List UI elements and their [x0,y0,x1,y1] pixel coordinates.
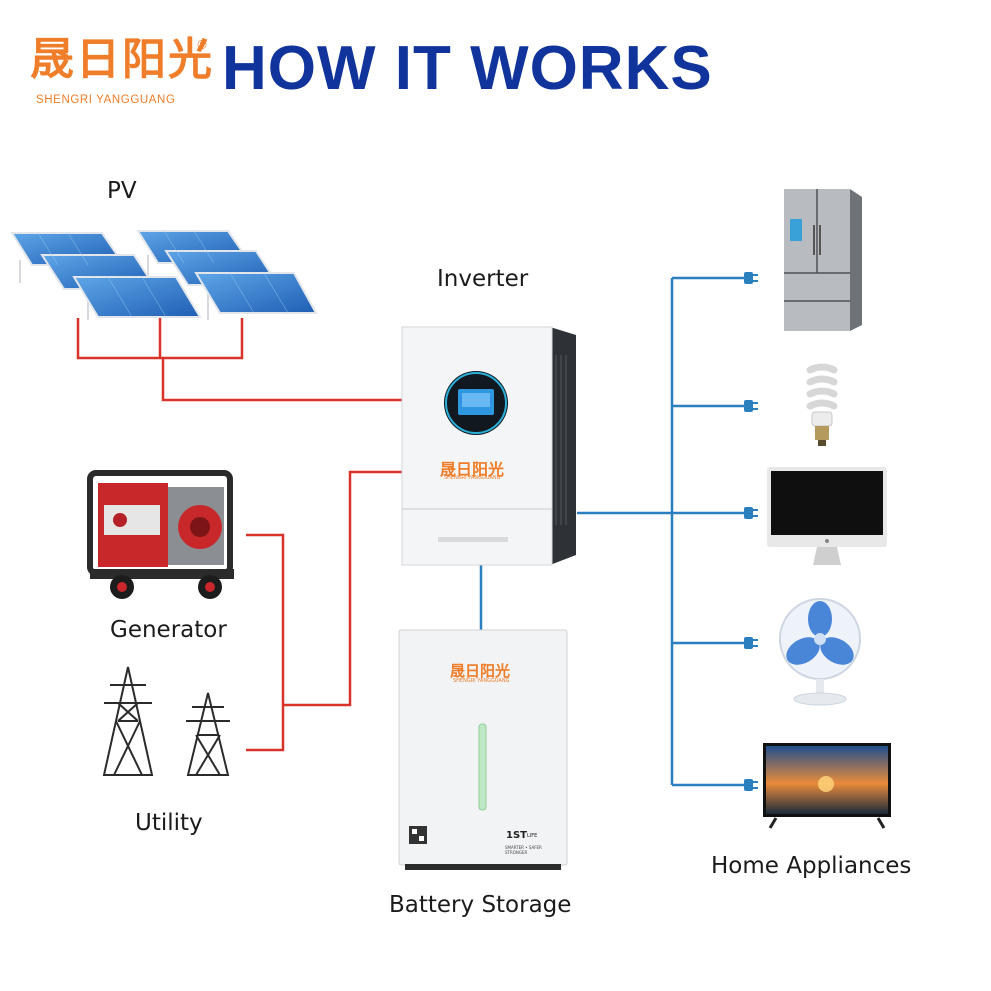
grid-generator-wire [246,470,402,752]
pv-wire [76,318,402,402]
label-battery-storage: Battery Storage [389,892,572,918]
battery-brand-cn: 晟日阳光 [450,662,511,680]
solar-panel-icon [10,230,318,320]
fan-icon [779,598,861,706]
label-home-appliances: Home Appliances [711,853,912,879]
plug-icon [744,272,758,791]
battery-unit [398,629,568,870]
label-generator: Generator [110,617,227,643]
brand-logo-en: SHENGRI YANGGUANG [36,94,176,106]
page-title: HOW IT WORKS [222,34,713,103]
battery-brand-en: SHENGRI YANGGUANG [453,678,510,684]
tv-icon [763,743,891,829]
battery-tag: 1ST [506,830,527,841]
brand-logo-cn: 晟日阳光 [30,34,214,85]
label-utility: Utility [135,810,203,836]
inverter-unit [401,326,576,566]
battery-slogan: SMARTER • SAFER STRONGER [505,845,542,855]
monitor-icon [767,467,887,565]
fridge-icon [784,189,862,331]
load-wire [577,276,745,787]
registered-mark: ® [196,38,208,52]
inverter-brand-cn: 晟日阳光 [440,460,505,479]
label-pv: PV [107,178,137,204]
label-inverter: Inverter [437,266,529,292]
power-tower-icon [102,666,230,776]
generator-icon [87,470,234,599]
battery-tag-small: LIFE [527,833,538,839]
inverter-brand-en: SHENGRI YANGGUANG [444,475,501,481]
bulb-icon [806,363,838,446]
